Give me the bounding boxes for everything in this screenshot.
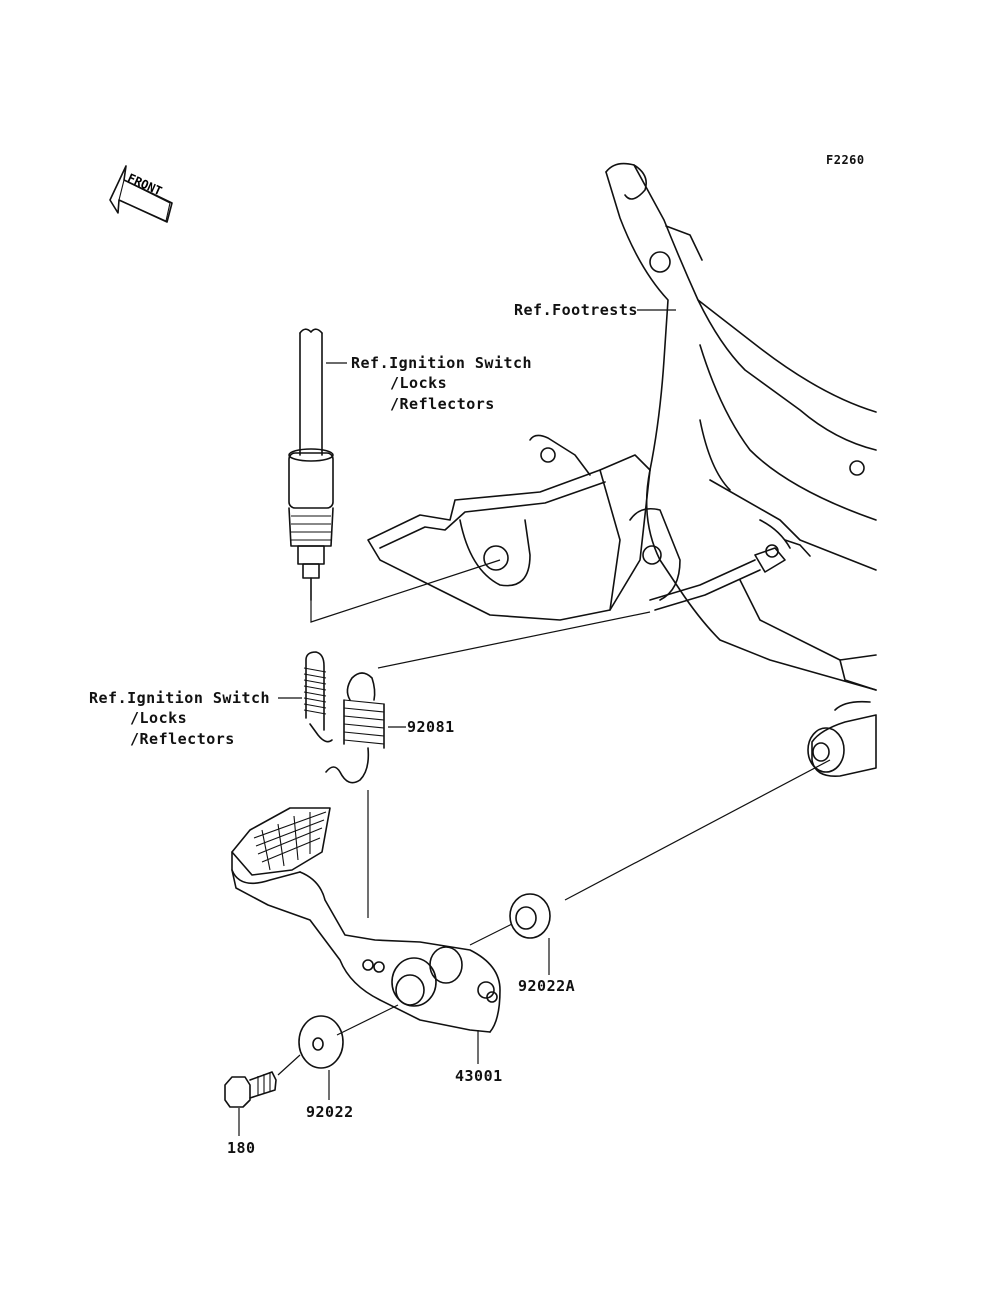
frame-icon [605, 162, 877, 691]
part-number-180[interactable]: 180 [227, 1139, 256, 1157]
part-number-92081[interactable]: 92081 [407, 718, 455, 736]
figure-code: F2260 [826, 153, 865, 167]
ref-locks-label-left[interactable]: /Locks [130, 709, 188, 727]
ref-footrests-label[interactable]: Ref.Footrests [514, 301, 638, 319]
front-arrow-icon: FRONT [109, 165, 173, 223]
washer-92022-icon [298, 1015, 344, 1069]
part-number-92022[interactable]: 92022 [306, 1103, 354, 1121]
ref-reflectors-label-top[interactable]: /Reflectors [390, 395, 495, 413]
front-arrow-label: FRONT [125, 171, 164, 198]
pivot-bushing-icon [807, 700, 877, 777]
ref-reflectors-label-left[interactable]: /Reflectors [130, 730, 235, 748]
washer-92022a-icon [509, 893, 551, 939]
ref-ignition-switch-label-left[interactable]: Ref.Ignition Switch [89, 689, 271, 707]
return-spring-icon [303, 651, 385, 784]
bolt-icon [224, 1071, 277, 1108]
part-number-43001[interactable]: 43001 [455, 1067, 503, 1085]
brake-pedal-icon [231, 807, 501, 1033]
brake-light-switch-icon [288, 328, 334, 601]
leader-lines [238, 309, 831, 1136]
footrest-bracket-icon [367, 434, 811, 621]
ref-ignition-switch-label-top[interactable]: Ref.Ignition Switch [351, 354, 533, 372]
part-number-92022a[interactable]: 92022A [518, 977, 576, 995]
ref-locks-label-top[interactable]: /Locks [390, 374, 448, 392]
